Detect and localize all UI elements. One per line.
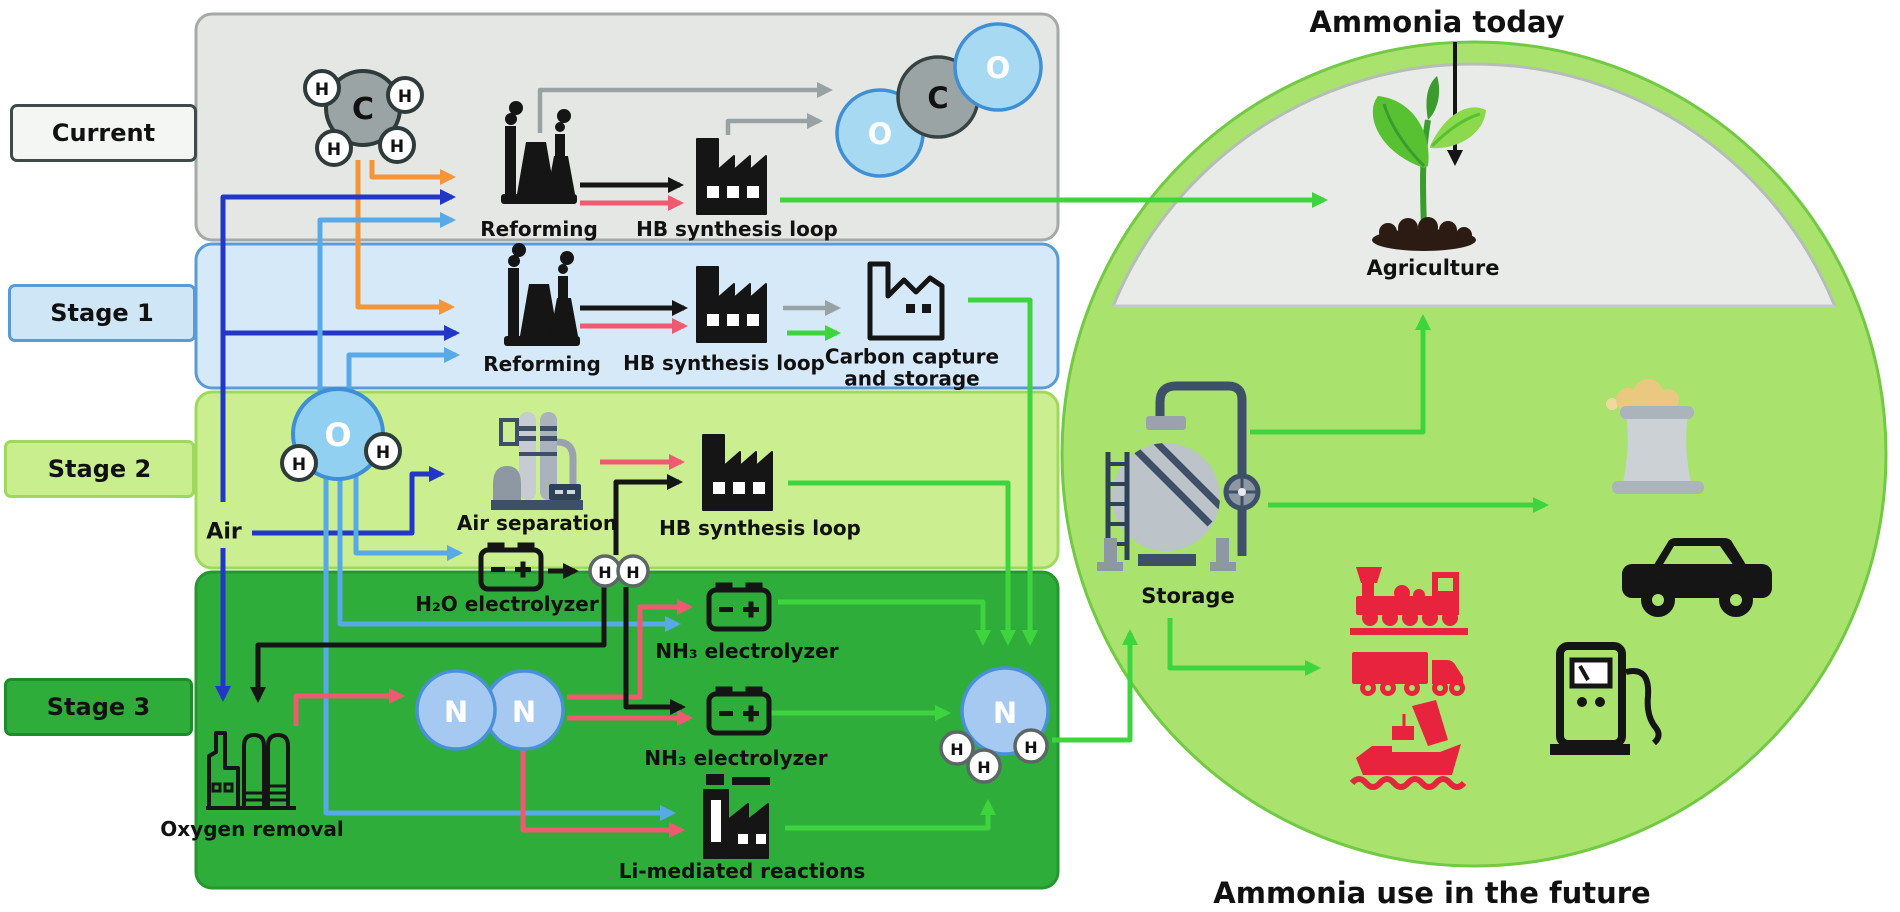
energy-flow-arrows: [293, 195, 693, 838]
label-oxygen-removal: Oxygen removal: [160, 816, 344, 841]
stage-label-current: Current: [10, 104, 197, 162]
label-li-mediated: Li-mediated reactions: [618, 858, 866, 883]
fuel-pump-icon: [1550, 642, 1662, 755]
svg-text:H: H: [977, 758, 990, 777]
svg-text:H: H: [1024, 738, 1037, 757]
power-plant-icon: [1606, 379, 1704, 494]
label-agriculture: Agriculture: [1366, 256, 1500, 281]
methane-molecule: C H H H H: [303, 69, 424, 167]
svg-text:O: O: [868, 117, 893, 151]
h2-molecule: H H: [588, 554, 650, 588]
truck-icon: [1352, 652, 1465, 696]
car-icon: [1622, 538, 1772, 617]
svg-text:C: C: [927, 81, 948, 115]
band-stage1: [194, 242, 1060, 390]
stage-label-current-text: Current: [51, 119, 156, 147]
seedling-icon: [1372, 76, 1486, 251]
label-h2o-electrolyzer: H₂O electrolyzer: [415, 591, 599, 616]
stage-label-stage3-text: Stage 3: [46, 693, 151, 721]
label-air: Air: [206, 519, 242, 545]
co2-molecule: O C O: [835, 22, 1043, 178]
stage-label-stage2-text: Stage 2: [47, 455, 152, 483]
black-flow-arrows: [250, 177, 688, 715]
svg-text:H: H: [626, 563, 639, 582]
svg-text:H: H: [315, 80, 329, 100]
svg-text:H: H: [398, 87, 412, 107]
label-hb-loop-current: HB synthesis loop: [636, 216, 838, 241]
title-ammonia-today: Ammonia today: [1309, 4, 1565, 39]
methane-flow-arrows: [355, 160, 456, 315]
air-flow-arrows: [215, 189, 460, 702]
stage-label-stage2: Stage 2: [4, 440, 195, 498]
label-hb-loop-stage2: HB synthesis loop: [659, 515, 861, 540]
stage-label-stage1-text: Stage 1: [50, 299, 154, 327]
label-reforming-stage1: Reforming: [483, 351, 601, 376]
title-ammonia-future: Ammonia use in the future: [1213, 875, 1651, 910]
label-nh3-electrolyzer-1: NH₃ electrolyzer: [655, 638, 839, 663]
water-molecule: O H H: [280, 387, 402, 482]
label-reforming-current: Reforming: [480, 216, 598, 241]
label-nh3-electrolyzer-2: NH₃ electrolyzer: [644, 745, 828, 770]
stage-label-stage3: Stage 3: [4, 678, 193, 736]
label-hb-loop-stage1: HB synthesis loop: [623, 350, 825, 375]
svg-text:H: H: [950, 740, 963, 759]
svg-text:O: O: [986, 51, 1011, 85]
train-icon: [1350, 567, 1468, 635]
future-circle: [1060, 40, 1888, 868]
co2-flow-arrows: [537, 82, 841, 316]
water-flow-arrows: [317, 212, 681, 821]
label-storage: Storage: [1141, 584, 1235, 609]
nh3-molecule: N H H H: [939, 666, 1050, 784]
svg-text:N: N: [444, 695, 468, 729]
svg-text:H: H: [390, 137, 404, 157]
svg-text:O: O: [324, 416, 351, 454]
ship-icon: [1349, 700, 1467, 790]
today-dome: [1111, 62, 1837, 306]
storage-tank-icon: [1097, 381, 1261, 571]
label-air-separation: Air separation: [456, 510, 618, 535]
n2-molecule: N N: [415, 669, 565, 751]
stage-label-stage1: Stage 1: [8, 284, 196, 342]
svg-text:N: N: [993, 696, 1017, 730]
label-carbon-capture: Carbon capture and storage: [824, 344, 1000, 391]
ammonia-flow-arrows: [768, 192, 1549, 831]
svg-text:C: C: [352, 92, 374, 127]
svg-text:N: N: [512, 695, 536, 729]
svg-text:H: H: [376, 443, 390, 463]
svg-text:H: H: [598, 563, 611, 582]
svg-text:H: H: [327, 140, 341, 160]
svg-text:H: H: [292, 455, 306, 475]
